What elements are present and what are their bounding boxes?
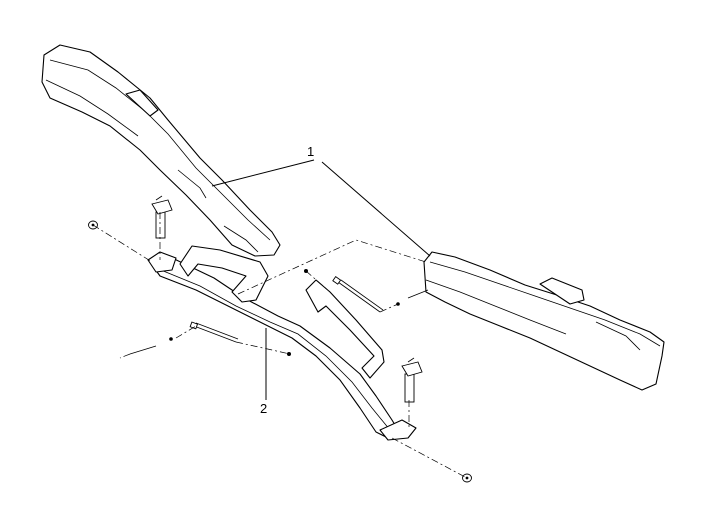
callout-2: 2 (260, 401, 268, 416)
upper-fastener (151, 195, 173, 239)
bolt-right (332, 276, 384, 313)
callout-1: 1 (307, 144, 315, 159)
upper-left-pad (41, 44, 281, 257)
lower-fastener (401, 357, 423, 403)
leader-1-left (211, 159, 315, 187)
lower-right-pad (423, 251, 665, 391)
leader-1-right (321, 161, 431, 257)
bolt-left (189, 321, 239, 343)
leader-lines (211, 159, 431, 400)
assembly-lines (92, 212, 468, 479)
frame-assembly (147, 245, 417, 441)
nut-right (462, 473, 472, 483)
